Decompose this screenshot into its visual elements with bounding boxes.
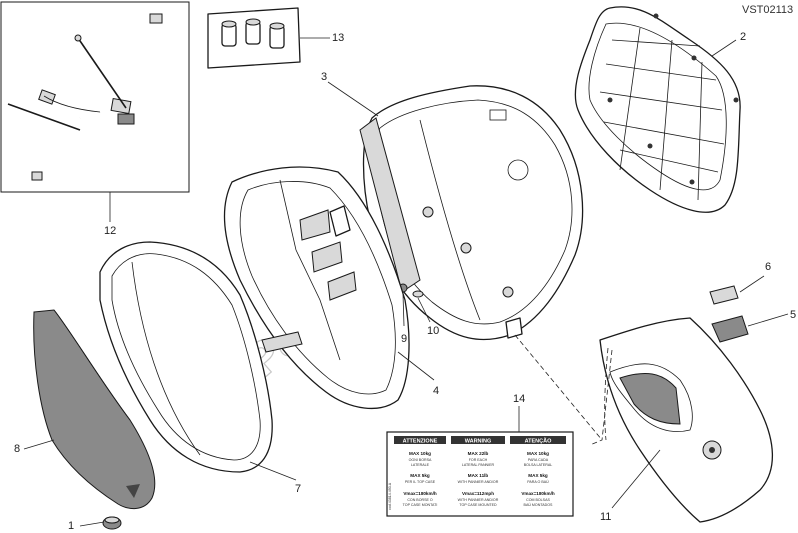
callout-9: 9 (401, 333, 407, 345)
label-text: MAX 5kg (410, 473, 430, 478)
label-column-3: MAX 10kg PARA CADA BOLSA LATERAL MAX 5kg… (521, 451, 555, 507)
callout-6: 6 (765, 261, 771, 273)
label-text: PARA O BAÚ (527, 479, 549, 484)
part-7-outer-shell (99, 241, 273, 473)
part-5-clip (711, 315, 749, 343)
label-text: TOP CASE MOUNTED (459, 503, 497, 507)
part-12-strap-kit (0, 1, 190, 193)
callout-14: 14 (513, 393, 525, 405)
part-3-case-body (359, 85, 584, 341)
label-side-code: cod.43814.493.A (388, 482, 392, 510)
callout-2: 2 (740, 31, 746, 43)
leader-lines (23, 37, 789, 527)
diagram-code: VST02113 (742, 4, 793, 16)
assembly-lines (514, 334, 613, 446)
label-text: MAX 10kg (527, 451, 549, 456)
label-text: OGNI BORSA (409, 458, 432, 462)
callout-8: 8 (14, 443, 20, 455)
label-text: Vmax=180km/h (521, 491, 555, 496)
label-text: WITH PANNIER AND/OR (458, 498, 499, 502)
callout-11: 11 (600, 511, 611, 523)
part-4-inner-liner (223, 166, 410, 410)
label-text: PER IL TOP CASE (405, 480, 436, 484)
label-text: MAX 11lb (468, 473, 489, 478)
part-10-washer (412, 290, 424, 298)
label-text: Vmax=112mph (462, 491, 494, 496)
label-header-1: ATTENZIONE (403, 439, 438, 445)
label-text: PARA CADA (528, 458, 549, 462)
part-14-warning-label: ATTENZIONE WARNING ATENÇÃO cod.43814.493… (386, 431, 574, 517)
part-1-cap (102, 516, 122, 530)
callout-13: 13 (332, 32, 344, 44)
part-8-side-panel (33, 309, 156, 509)
label-column-2: MAX 22lb FOR EACH LATERAL PANNIER MAX 11… (458, 451, 499, 507)
label-text: LATERALE (411, 463, 430, 467)
label-text: CON BORSE O (407, 498, 433, 502)
label-text: MAX 5kg (528, 473, 548, 478)
label-text: TOP CASE MONTATI (403, 503, 438, 507)
label-text: BOLSA LATERAL (524, 463, 553, 467)
callout-1: 1 (68, 520, 74, 532)
label-text: MAX 22lb (468, 451, 489, 456)
callout-12: 12 (104, 225, 116, 237)
callout-7: 7 (295, 483, 301, 495)
label-text: BAÚ MONTADOS (524, 502, 553, 507)
label-text: MAX 10kg (409, 451, 431, 456)
label-text: COM BOLSAS (526, 498, 550, 502)
label-text: LATERAL PANNIER (462, 463, 495, 467)
part-6-clip (709, 285, 739, 305)
part-13-lock-cylinders (207, 7, 301, 69)
label-text: FOR EACH (469, 458, 488, 462)
label-header-3: ATENÇÃO (525, 438, 553, 445)
label-header-2: WARNING (465, 439, 492, 445)
callout-5: 5 (790, 309, 796, 321)
callout-10: 10 (427, 325, 439, 337)
label-column-1: MAX 10kg OGNI BORSA LATERALE MAX 5kg PER… (403, 451, 438, 507)
label-text: Vmax=180km/h (403, 491, 437, 496)
part-2-top-cover (574, 6, 741, 213)
callouts: 1 2 3 4 5 6 7 8 9 10 11 12 13 14 (14, 31, 796, 532)
label-text: WITH PANNIER AND/OR (458, 480, 499, 484)
part-11-mounting-bracket (599, 317, 774, 523)
callout-4: 4 (433, 385, 439, 397)
callout-3: 3 (321, 71, 327, 83)
